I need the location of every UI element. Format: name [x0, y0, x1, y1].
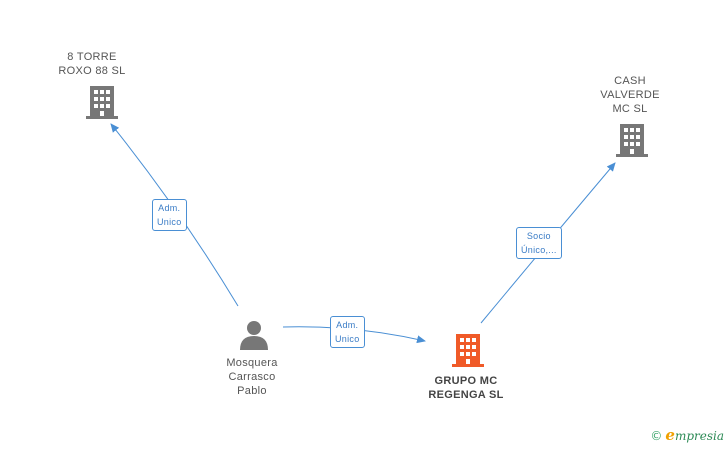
building-icon[interactable] — [452, 334, 484, 367]
edge-label-line: Adm. — [158, 203, 181, 213]
node-label-person[interactable]: Mosquera Carrasco Pablo — [214, 356, 290, 398]
building-icon[interactable] — [86, 86, 118, 119]
brand-initial: e — [665, 426, 675, 444]
edge-label-grupo-to-cash[interactable]: Socio Único,... — [516, 227, 562, 259]
copyright-symbol: © — [650, 429, 663, 443]
node-name-line: MC SL — [612, 103, 648, 115]
brand-name: mpresia — [674, 429, 724, 443]
building-icon[interactable] — [616, 124, 648, 157]
node-name-line: Pablo — [237, 385, 267, 397]
node-name-line: 8 TORRE — [67, 51, 117, 63]
person-icon[interactable] — [240, 321, 268, 350]
node-label-cash-valverde[interactable]: CASH VALVERDE MC SL — [592, 74, 668, 116]
edge-label-line: Socio — [526, 231, 551, 241]
node-name-line: VALVERDE — [600, 89, 660, 101]
node-label-grupo-mc[interactable]: GRUPO MC REGENGA SL — [418, 374, 514, 402]
empresia-logo: ©empresia — [650, 426, 724, 444]
edge-label-person-to-torre[interactable]: Adm. Unico — [152, 199, 187, 231]
node-name-line: ROXO 88 SL — [58, 65, 126, 77]
edge-label-line: Adm. — [336, 320, 359, 330]
node-name-line: Mosquera — [226, 357, 278, 369]
node-name-line: CASH — [614, 75, 646, 87]
edge-label-line: Unico — [335, 334, 360, 344]
edge-label-line: Único,... — [521, 245, 557, 255]
node-name-line: GRUPO MC — [434, 375, 498, 387]
edge-label-person-to-grupo[interactable]: Adm. Unico — [330, 316, 365, 348]
node-label-8-torre[interactable]: 8 TORRE ROXO 88 SL — [52, 50, 132, 78]
node-name-line: Carrasco — [228, 371, 276, 383]
edge-label-line: Unico — [157, 217, 182, 227]
node-name-line: REGENGA SL — [428, 389, 504, 401]
